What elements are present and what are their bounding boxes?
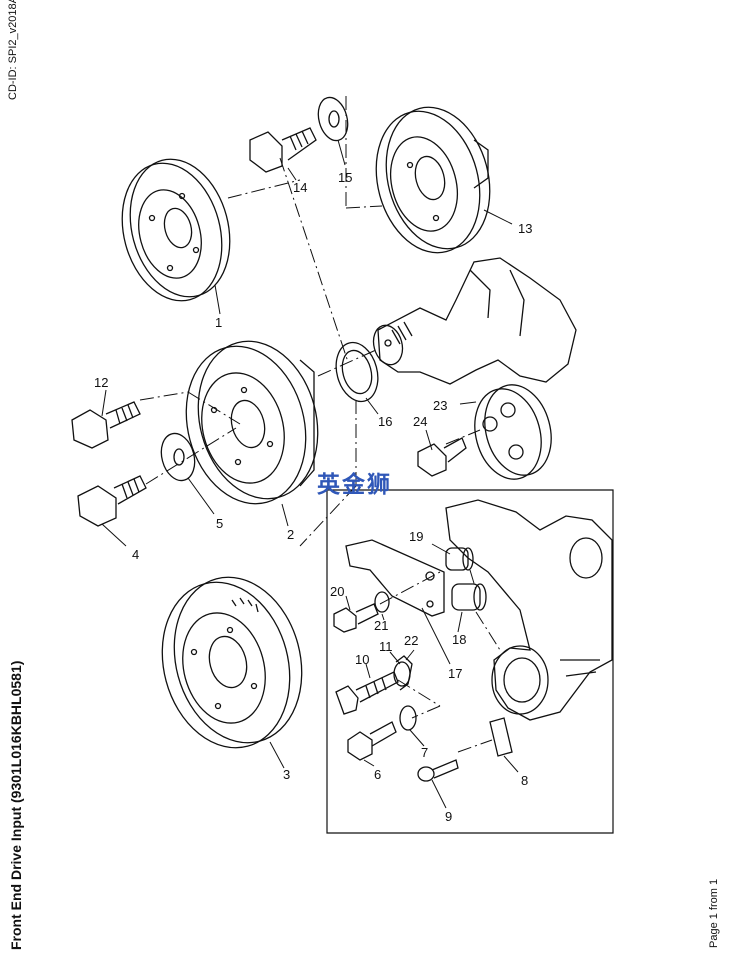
callout-23: 23: [433, 398, 447, 413]
part-19-bushing: [446, 548, 473, 570]
part-9-screw: [418, 760, 458, 781]
part-11-nut: [394, 662, 410, 686]
callout-18: 18: [452, 632, 466, 647]
part-7-washer: [400, 706, 416, 730]
callout-5: 5: [216, 516, 223, 531]
callout-9: 9: [445, 809, 452, 824]
part-16-seal: [330, 338, 384, 406]
callout-6: 6: [374, 767, 381, 782]
part-18-bushing: [452, 584, 486, 610]
part-1-pulley: [108, 148, 245, 312]
callout-11: 11: [379, 639, 393, 654]
part-13-pulley: [361, 96, 505, 265]
callout-20: 20: [330, 584, 344, 599]
callout-14: 14: [293, 180, 307, 195]
page-title: Front End Drive Input (9301L016KBHL0581): [8, 660, 24, 950]
callout-10: 10: [355, 652, 369, 667]
part-8-plate: [490, 718, 512, 756]
callout-3: 3: [283, 767, 290, 782]
callout-12: 12: [94, 375, 108, 390]
callout-7: 7: [421, 745, 428, 760]
callout-22: 22: [404, 633, 418, 648]
cd-id-label: CD-ID: SPI2_v2018A: [7, 0, 19, 100]
callout-21: 21: [374, 618, 388, 633]
callout-2: 2: [287, 527, 294, 542]
part-21-washer: [375, 592, 389, 612]
crankshaft: [369, 258, 576, 384]
part-23-spacer: [465, 377, 561, 486]
part-24-bolt: [418, 438, 466, 476]
part-3-pulley: [144, 563, 319, 762]
callout-8: 8: [521, 773, 528, 788]
part-10-stud: [336, 672, 398, 714]
part-4-bolt: [78, 476, 146, 526]
inset-frame: [327, 490, 613, 833]
callout-4: 4: [132, 547, 139, 562]
callout-19: 19: [409, 529, 423, 544]
callout-16: 16: [378, 414, 392, 429]
watermark-text: 英金狮: [317, 472, 392, 498]
part-20-bolt: [334, 604, 378, 632]
callout-13: 13: [518, 221, 532, 236]
part-12-bolt: [72, 402, 140, 448]
part-17-bracket: [346, 540, 444, 616]
part-2-pulley: [169, 328, 334, 518]
callout-24: 24: [413, 414, 427, 429]
callout-17: 17: [448, 666, 462, 681]
front-cover: [446, 500, 612, 720]
part-22-clip: [396, 656, 412, 690]
part-6-bolt: [348, 722, 396, 760]
part-15-washer: [314, 94, 352, 144]
page-indicator: Page 1 from 1: [708, 878, 720, 948]
callout-1: 1: [215, 315, 222, 330]
callout-15: 15: [338, 170, 352, 185]
part-14-bolt: [250, 128, 316, 172]
part-5-washer: [156, 430, 199, 485]
